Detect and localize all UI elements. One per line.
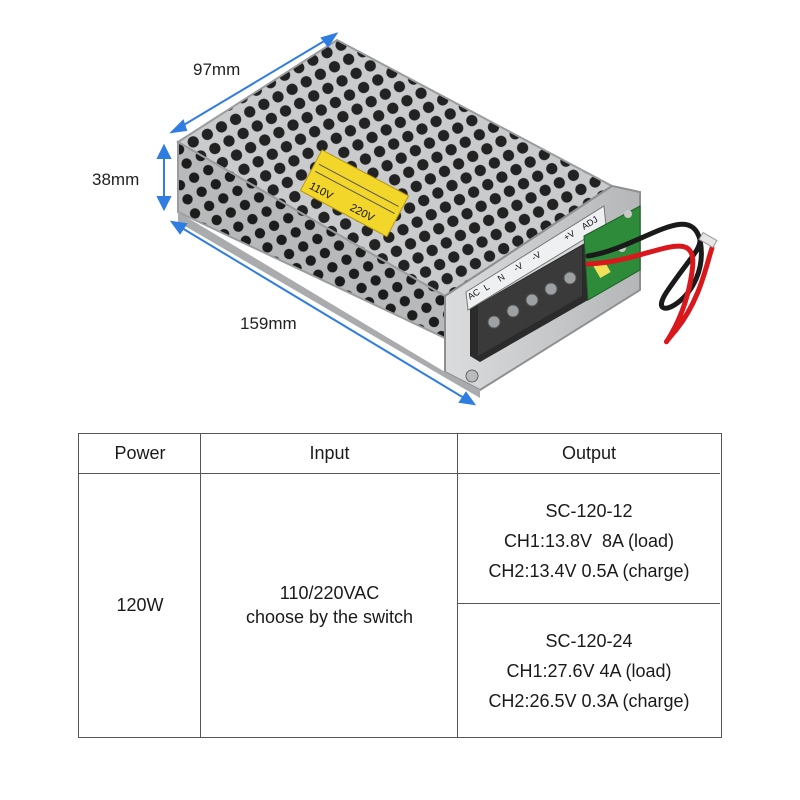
model-name: SC-120-24: [545, 631, 633, 651]
dimension-arrows: [156, 32, 477, 406]
terminal-label-v2: -V: [530, 249, 543, 262]
output-cell-model-2: SC-120-24 CH1:27.6V 4A (load) CH2:26.5V …: [458, 608, 720, 734]
circuit-board: [583, 205, 641, 301]
column-divider: [200, 434, 201, 737]
power-value: 120W: [116, 595, 164, 615]
length-dimension-label: 159mm: [240, 314, 297, 333]
model-name: SC-120-12: [545, 501, 633, 521]
header-output: Output: [458, 434, 720, 474]
input-cell: 110/220VAC choose by the switch: [201, 474, 458, 736]
terminal-label-n: N: [496, 272, 507, 284]
voltage-warning-label: 110V 220V: [299, 149, 410, 238]
input-voltage: 110/220VAC: [279, 583, 380, 603]
output-cell-model-1: SC-120-12 CH1:13.8V 8A (load) CH2:13.4V …: [458, 478, 720, 604]
input-note: choose by the switch: [245, 607, 414, 627]
channel-2-spec: CH2:13.4V 0.5A (charge): [488, 561, 690, 581]
terminal-labels: AC L N -V -V +V ADJ: [465, 205, 607, 311]
width-dimension-label: 97mm: [193, 60, 241, 79]
spec-table: Power Input Output 120W 110/220VAC choos…: [78, 433, 722, 738]
channel-1-spec: CH1:13.8V 8A (load): [503, 531, 675, 551]
width-arrow: [171, 33, 337, 133]
power-supply-drawing: 110V 220V AC L N -V -V +V ADJ: [156, 32, 718, 406]
output-wires: [585, 221, 718, 345]
terminal-label-v1: -V: [512, 260, 525, 273]
product-illustration: 110V 220V AC L N -V -V +V ADJ: [92, 32, 718, 406]
output-row-divider: [458, 603, 720, 604]
height-dimension-label: 38mm: [92, 170, 140, 189]
channel-1-spec: CH1:27.6V 4A (load): [506, 661, 672, 681]
power-cell: 120W: [79, 474, 201, 736]
length-arrow: [171, 221, 475, 405]
channel-2-spec: CH2:26.5V 0.3A (charge): [488, 691, 690, 711]
column-divider: [457, 434, 458, 737]
terminal-label-l: L: [482, 282, 492, 293]
header-input: Input: [201, 434, 458, 474]
header-power: Power: [79, 434, 201, 474]
